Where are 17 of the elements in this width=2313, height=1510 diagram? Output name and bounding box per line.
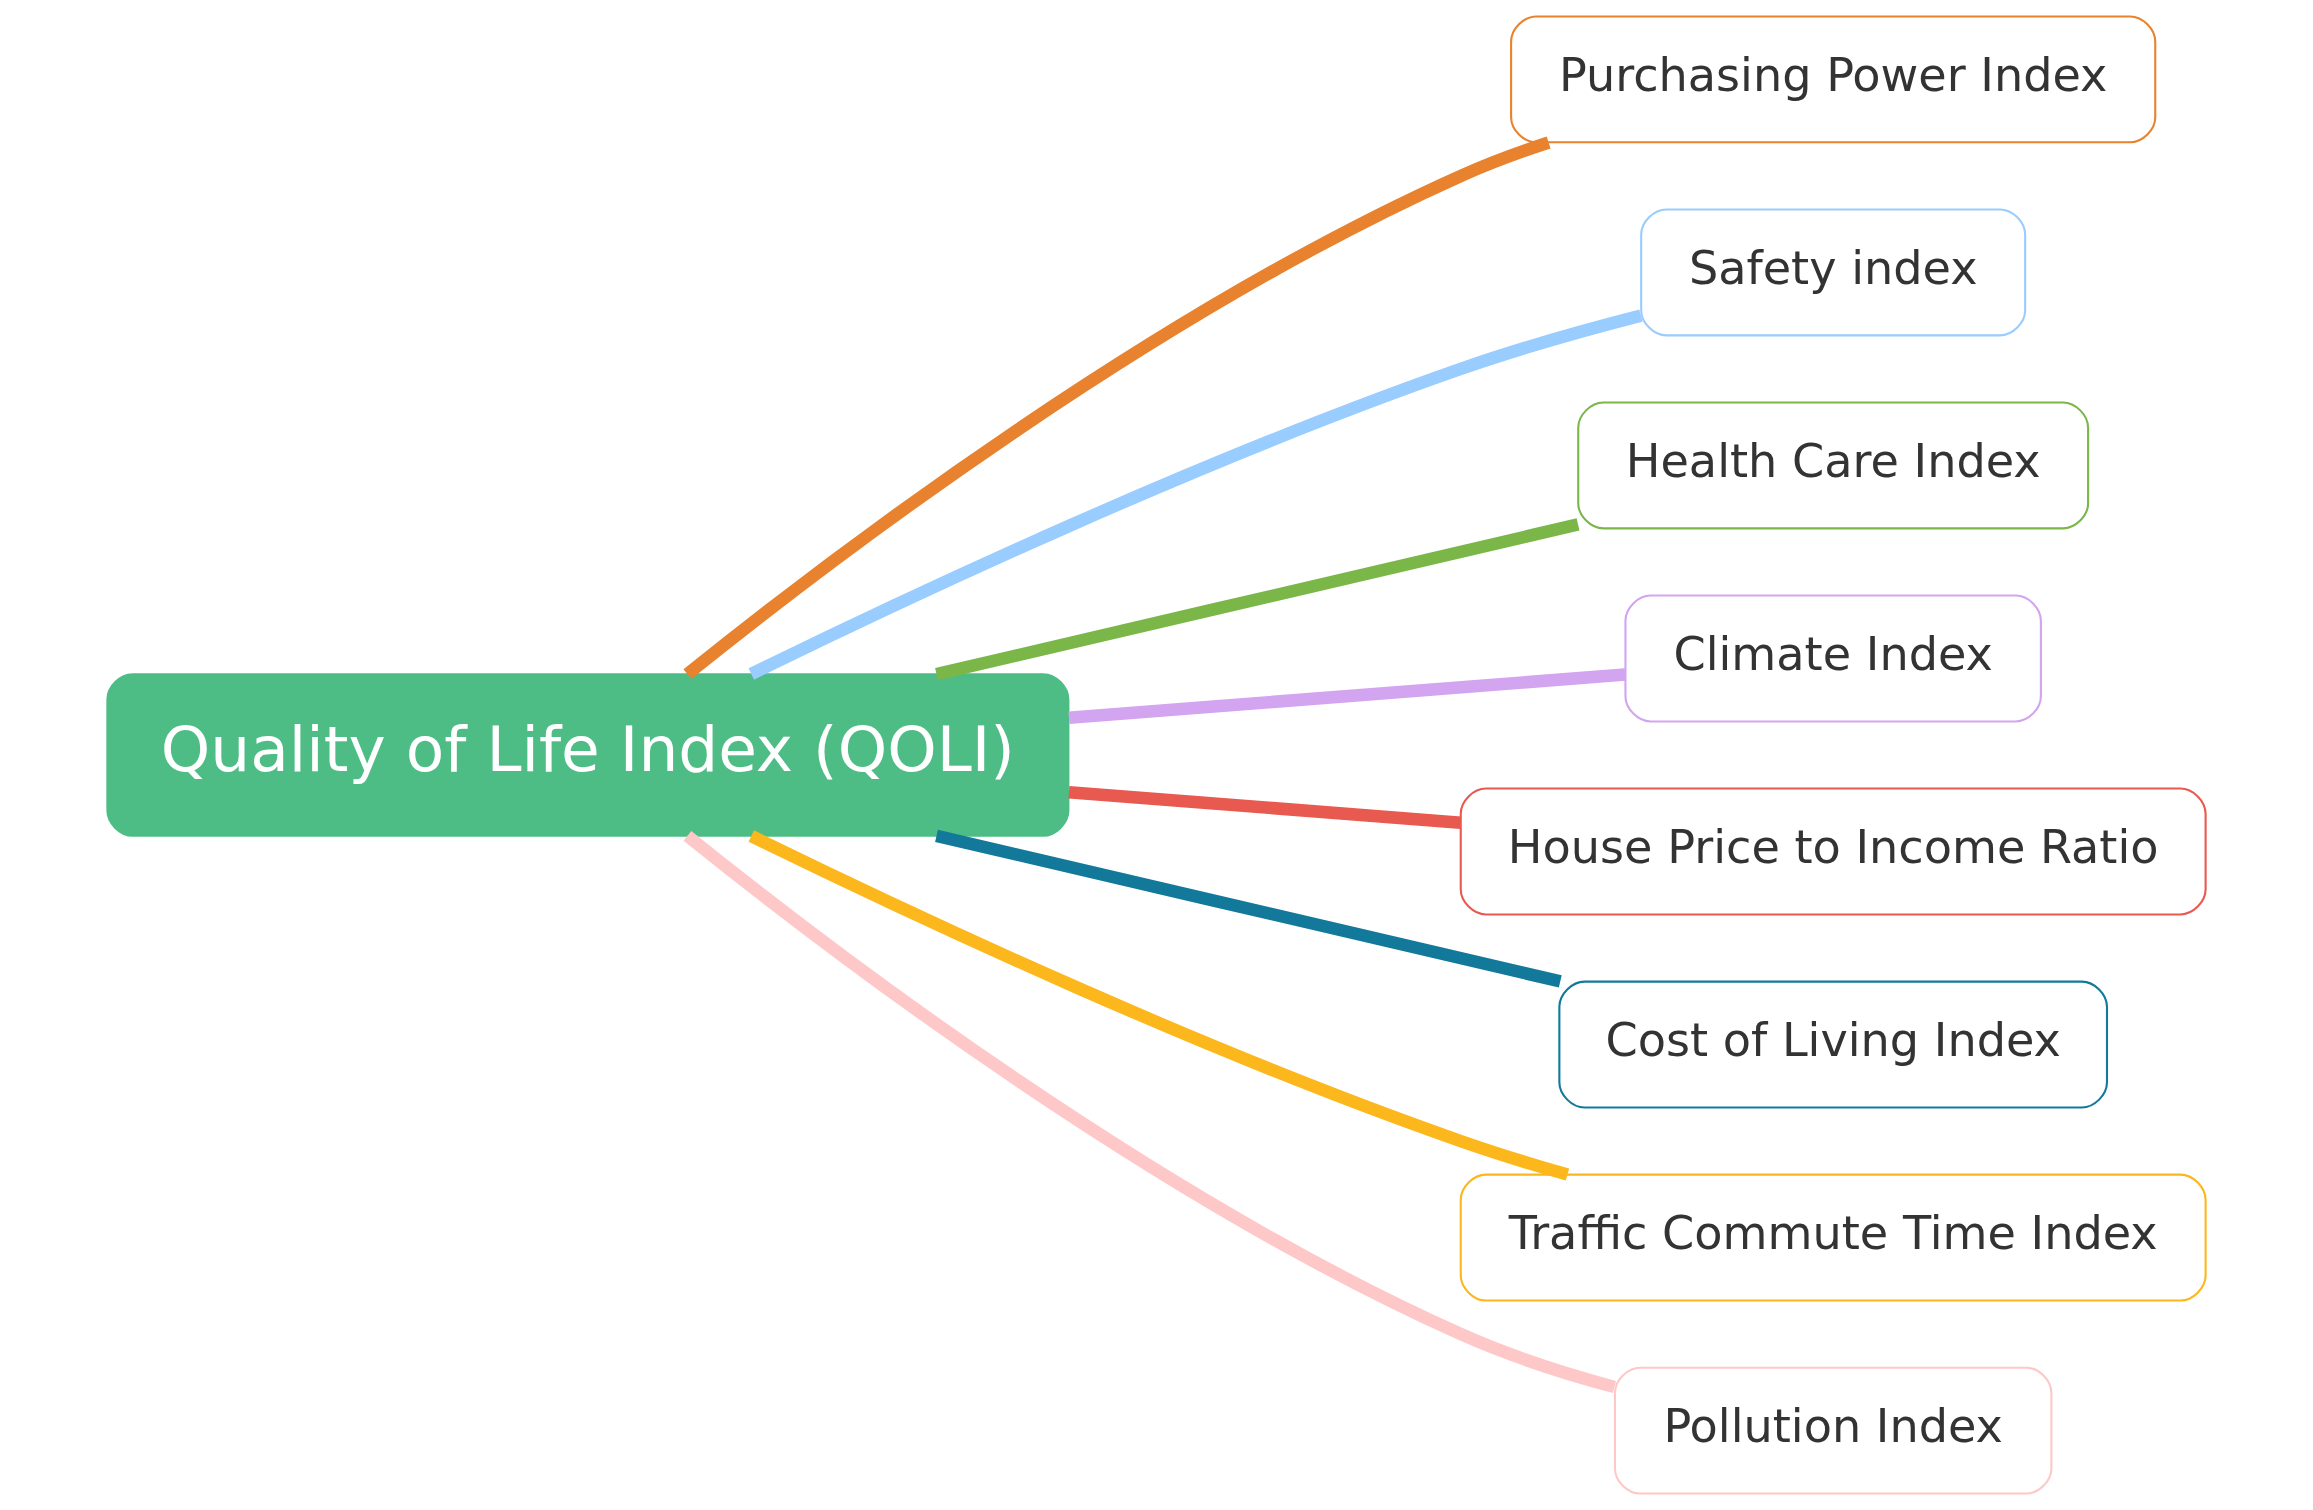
connector	[748, 830, 1570, 1181]
connector	[748, 309, 1643, 680]
node-box: Pollution Index	[1613, 1366, 2053, 1495]
connector	[1068, 785, 1462, 829]
node-box: Health Care Index	[1577, 401, 2090, 530]
connector	[1068, 668, 1626, 725]
node-box: House Price to Income Ratio	[1459, 787, 2207, 916]
node-box: Traffic Commute Time Index	[1459, 1173, 2207, 1302]
connector	[935, 518, 1580, 681]
node-box: Safety index	[1640, 208, 2027, 337]
node-box: Purchasing Power Index	[1510, 15, 2157, 144]
connector	[683, 830, 1617, 1394]
node-box: Cost of Living Index	[1558, 980, 2109, 1109]
connector	[935, 829, 1562, 988]
node-box: Climate Index	[1624, 594, 2042, 723]
connector	[683, 136, 1551, 680]
node-box: Quality of Life Index (QOLI)	[106, 673, 1070, 837]
